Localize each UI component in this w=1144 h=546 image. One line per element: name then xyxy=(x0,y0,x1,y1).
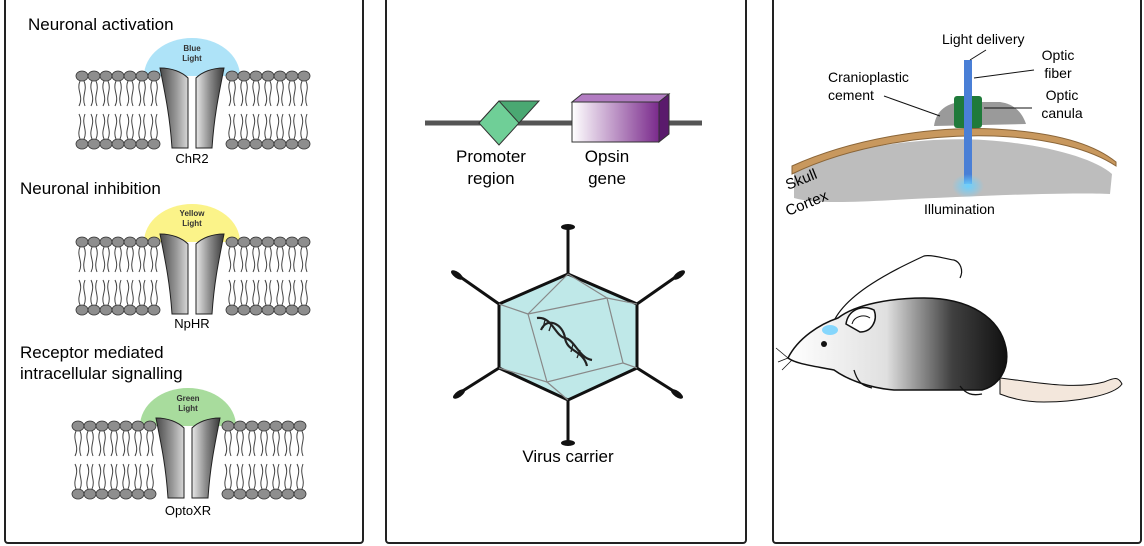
inhibition-heading: Neuronal inhibition xyxy=(20,179,161,198)
delivery-svg: Light delivery Optic fiber Cranioplastic… xyxy=(775,31,1123,403)
skull-layer xyxy=(791,128,1117,175)
delivery-panel: Light delivery Optic fiber Cranioplastic… xyxy=(772,0,1142,544)
promoter-region-icon xyxy=(477,100,541,146)
signalling-heading-line2: intracellular signalling xyxy=(20,364,183,383)
nphr-membrane: Yellow Light NpHR xyxy=(75,204,311,331)
green-light-label-1: Green xyxy=(176,394,199,403)
illumination-label: Illumination xyxy=(924,201,995,217)
opsin-types-svg: Neuronal activation Blue Light ChR2 Neur… xyxy=(20,15,311,518)
optic-canula-label-2: canula xyxy=(1041,105,1082,121)
yellow-light-label-1: Yellow xyxy=(180,209,206,218)
dna-helix-icon xyxy=(536,316,593,367)
yellow-light-dome xyxy=(144,204,240,242)
blue-light-dome xyxy=(144,38,240,76)
optoxr-membrane: Green Light OptoXR xyxy=(71,388,307,518)
yellow-light-label-2: Light xyxy=(182,219,202,228)
chr2-membrane: Blue Light ChR2 xyxy=(75,38,311,166)
construct-svg: Promoter region Opsin gene xyxy=(425,92,702,466)
cortex-layer xyxy=(794,139,1112,202)
optic-fiber-label-1: Optic xyxy=(1042,47,1075,63)
opsin-label-line1: Opsin xyxy=(585,147,629,166)
green-light-dome xyxy=(140,388,236,426)
optic-canula-label-1: Optic xyxy=(1046,87,1079,103)
optic-fiber-label-2: fiber xyxy=(1044,65,1072,81)
lipid-bilayer xyxy=(71,420,307,500)
cranioplastic-label-2: cement xyxy=(828,87,874,103)
optic-fiber-icon xyxy=(964,60,972,184)
opsin-gene-box xyxy=(570,92,671,144)
nphr-label: NpHR xyxy=(174,316,209,331)
virus-carrier-label: Virus carrier xyxy=(522,447,614,466)
activation-heading: Neuronal activation xyxy=(28,15,174,34)
opsin-types-panel: Neuronal activation Blue Light ChR2 Neur… xyxy=(4,0,364,544)
blue-light-label-2: Light xyxy=(182,54,202,63)
virus-capsid-icon xyxy=(451,224,685,446)
opsin-label-line2: gene xyxy=(588,169,626,188)
illumination-glow xyxy=(952,174,984,198)
ion-channel-icon xyxy=(159,67,225,149)
promoter-label-line2: region xyxy=(467,169,514,188)
cranioplastic-label-1: Cranioplastic xyxy=(828,69,909,85)
green-light-label-2: Light xyxy=(178,404,198,413)
ion-channel-icon xyxy=(155,417,221,499)
blue-light-label-1: Blue xyxy=(183,44,201,53)
promoter-label-line1: Promoter xyxy=(456,147,526,166)
lipid-bilayer xyxy=(75,70,311,150)
light-delivery-label: Light delivery xyxy=(942,31,1025,47)
chr2-label: ChR2 xyxy=(175,151,208,166)
mouse-icon xyxy=(775,254,1123,403)
construct-panel: Promoter region Opsin gene xyxy=(385,0,747,544)
optoxr-label: OptoXR xyxy=(165,503,211,518)
signalling-heading-line1: Receptor mediated xyxy=(20,343,164,362)
ion-channel-icon xyxy=(159,233,225,315)
lipid-bilayer xyxy=(75,236,311,316)
